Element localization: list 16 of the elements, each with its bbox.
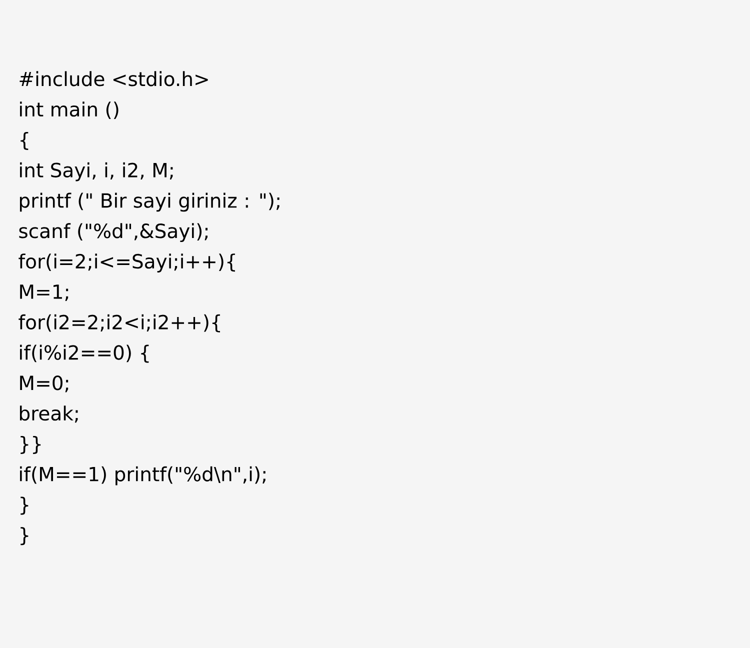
code-line: M=0; bbox=[20, 376, 68, 392]
code-line: int main () bbox=[20, 102, 118, 119]
code-line: #include <stdio.h> bbox=[20, 71, 208, 86]
code-line: }} bbox=[20, 436, 41, 454]
code-line: for(i=2;i<=Sayi;i++){ bbox=[18, 254, 235, 272]
code-line: { bbox=[20, 132, 28, 150]
code-line: int Sayi, i, i2, M; bbox=[20, 162, 173, 182]
code-line: for(i2=2;i2<i;i2++){ bbox=[18, 314, 220, 332]
code-line: } bbox=[20, 496, 28, 515]
code-line: } bbox=[20, 527, 28, 546]
code-line: M=1; bbox=[20, 284, 68, 302]
code-line: break; bbox=[20, 406, 78, 423]
code-line: printf (" Bir sayi giriniz : "); bbox=[20, 192, 280, 212]
code-line: if(M==1) printf("%d\n",i); bbox=[20, 466, 266, 486]
code-line: scanf ("%d",&Sayi); bbox=[19, 223, 208, 242]
code-line: if(i%i2==0) { bbox=[20, 344, 149, 363]
